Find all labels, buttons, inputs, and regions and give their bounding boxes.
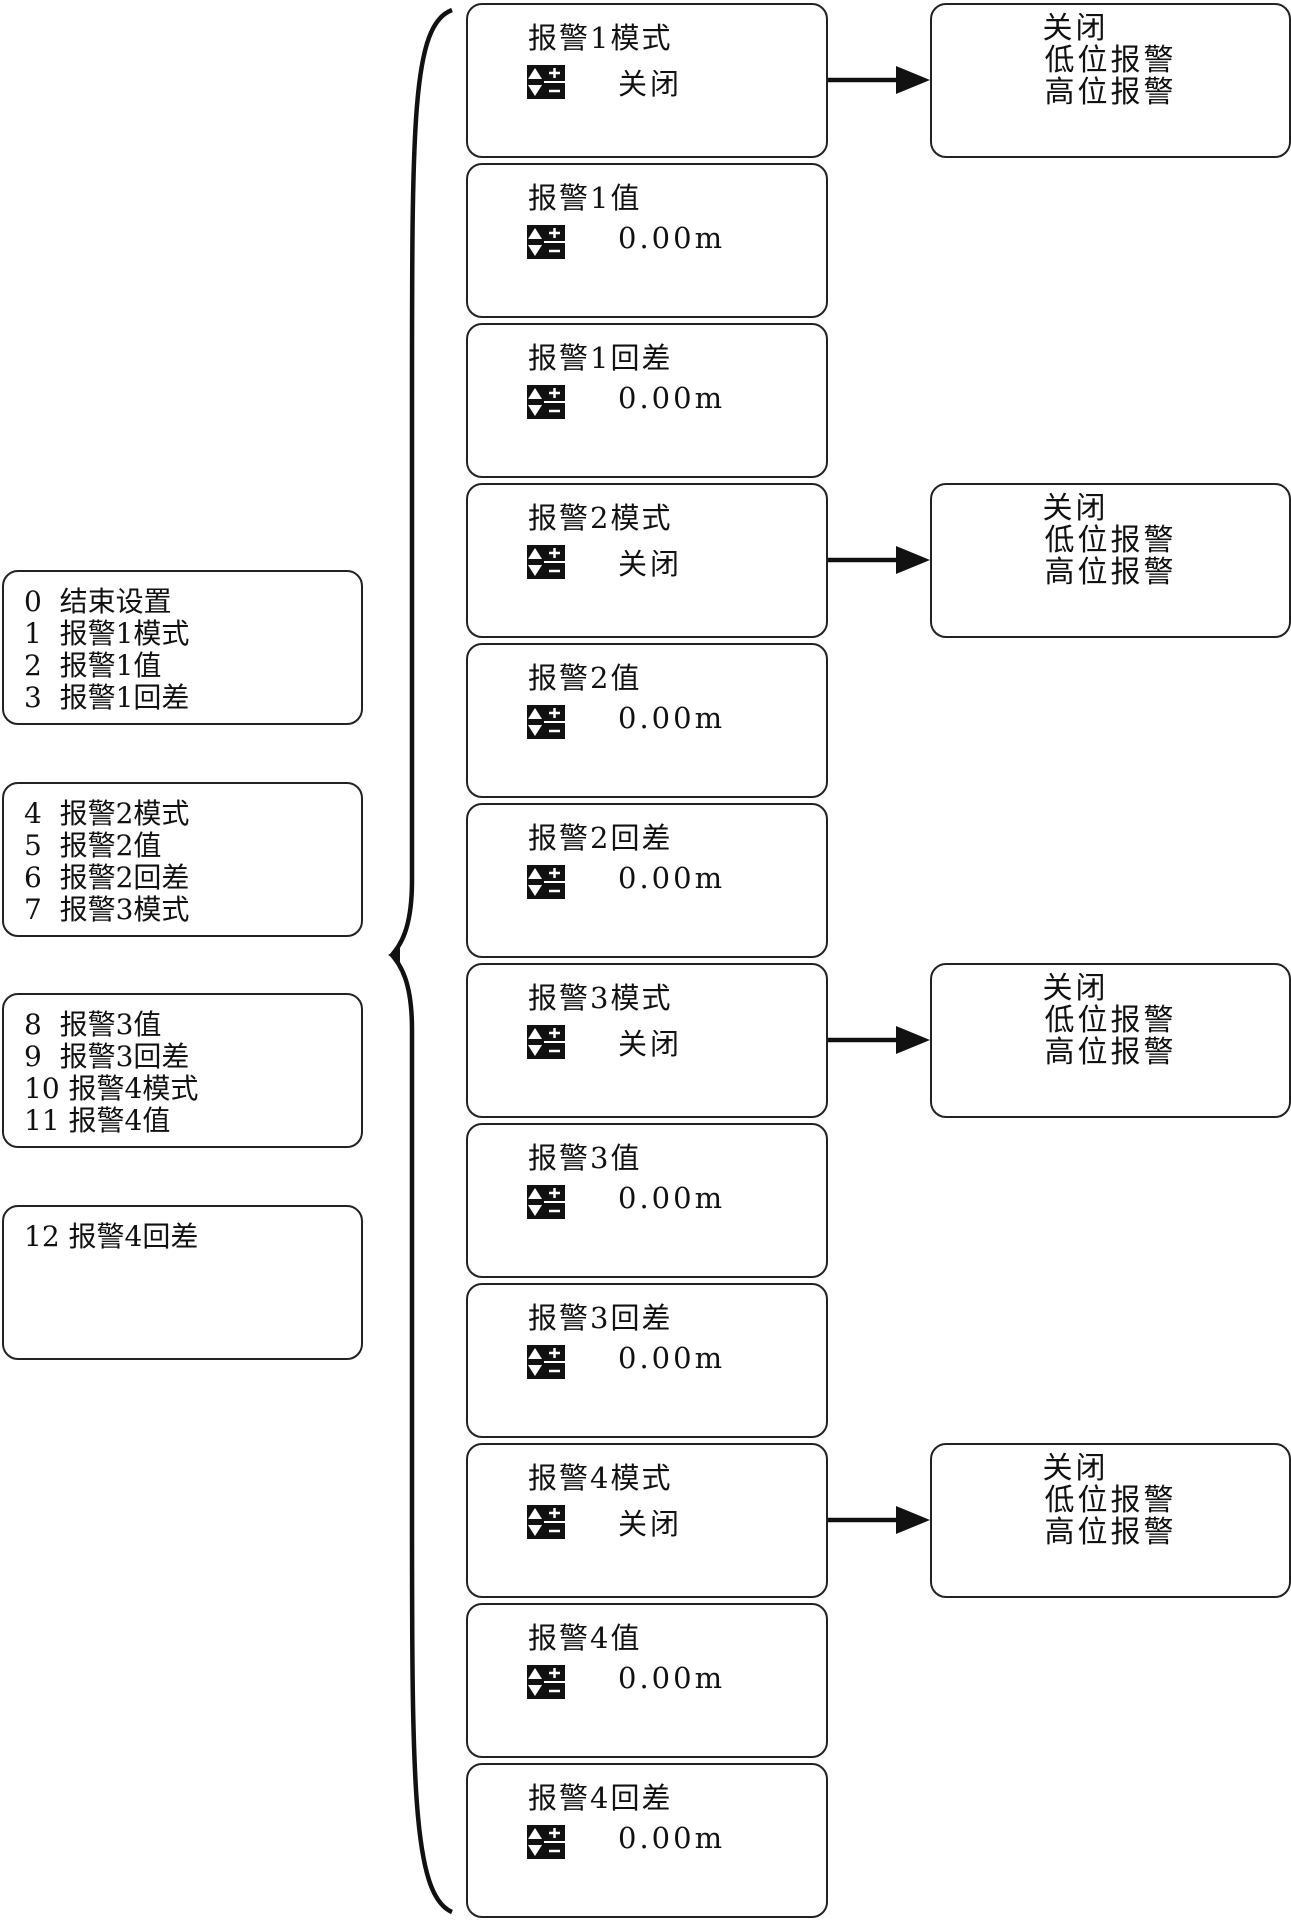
screen-box: 报警4回差 0.00m (466, 1763, 828, 1918)
menu-group-1: 0 结束设置 1 报警1模式 2 报警1值 3 报警1回差 (2, 570, 363, 725)
menu-line: 4 报警2模式 (24, 797, 190, 830)
mode-option: 高位报警 (1044, 75, 1177, 110)
mode-options-list: 关闭低位报警高位报警 (932, 973, 1289, 1069)
up-down-adjust-icon (527, 545, 565, 579)
mode-options-list: 关闭低位报警高位报警 (932, 493, 1289, 589)
screen-title: 报警2回差 (528, 821, 673, 855)
arrow-head (896, 66, 930, 94)
up-down-adjust-icon (527, 225, 565, 259)
screen-box: 报警4值 0.00m (466, 1603, 828, 1758)
screen-title: 报警4模式 (528, 1461, 673, 1495)
mode-option: 低位报警 (1044, 1483, 1177, 1518)
screen-title: 报警3回差 (528, 1301, 673, 1335)
screen-title: 报警1模式 (528, 21, 673, 55)
screen-box: 报警3回差 0.00m (466, 1283, 828, 1438)
screen-value: 关闭 (618, 1507, 683, 1541)
screen-value: 0.00m (618, 221, 726, 255)
screen-box: 报警1模式关闭 (466, 3, 828, 158)
menu-line: 3 报警1回差 (24, 681, 190, 714)
arrow-head (896, 1026, 930, 1054)
screen-value: 关闭 (618, 67, 683, 101)
mode-option: 低位报警 (1044, 43, 1177, 78)
screen-box: 报警3值 0.00m (466, 1123, 828, 1278)
screen-value: 关闭 (618, 1027, 683, 1061)
menu-lines: 0 结束设置 1 报警1模式 2 报警1值 3 报警1回差 (24, 586, 189, 714)
mode-options-box: 关闭低位报警高位报警 (930, 1443, 1291, 1598)
screen-box: 报警2模式关闭 (466, 483, 828, 638)
arrows-group (828, 66, 930, 1534)
screen-title: 报警2值 (528, 661, 642, 695)
mode-option: 高位报警 (1044, 1515, 1177, 1550)
up-down-adjust-icon (527, 385, 565, 419)
mode-option: 高位报警 (1044, 555, 1177, 590)
up-down-adjust-icon (527, 1185, 565, 1219)
menu-lines: 8 报警3值 9 报警3回差 10 报警4模式 11 报警4值 (24, 1009, 198, 1137)
screen-box: 报警3模式关闭 (466, 963, 828, 1118)
screen-title: 报警3模式 (528, 981, 673, 1015)
screen-value: 0.00m (618, 861, 726, 895)
menu-line: 0 结束设置 (24, 585, 172, 618)
mode-option: 低位报警 (1044, 523, 1177, 558)
arrow-head (896, 546, 930, 574)
up-down-adjust-icon (527, 1505, 565, 1539)
screen-title: 报警3值 (528, 1141, 642, 1175)
mode-option: 关闭 (1042, 1451, 1109, 1486)
arrow-head (896, 1506, 930, 1534)
up-down-adjust-icon (527, 1025, 565, 1059)
mode-options-list: 关闭低位报警高位报警 (932, 13, 1289, 109)
screen-value: 0.00m (618, 1181, 726, 1215)
screen-box: 报警2值 0.00m (466, 643, 828, 798)
screen-value: 0.00m (618, 1661, 726, 1695)
menu-line: 5 报警2值 (24, 829, 162, 862)
menu-line: 12 报警4回差 (24, 1220, 199, 1253)
screen-title: 报警1值 (528, 181, 642, 215)
mode-option: 关闭 (1042, 971, 1109, 1006)
up-down-adjust-icon (527, 65, 565, 99)
menu-line: 11 报警4值 (24, 1104, 171, 1137)
mode-option: 低位报警 (1044, 1003, 1177, 1038)
screen-value: 0.00m (618, 1821, 726, 1855)
grouping-brace (389, 7, 453, 1915)
up-down-adjust-icon (527, 705, 565, 739)
screen-value: 关闭 (618, 547, 683, 581)
up-down-adjust-icon (527, 1345, 565, 1379)
screen-title: 报警4回差 (528, 1781, 673, 1815)
screen-box: 报警2回差 0.00m (466, 803, 828, 958)
menu-line: 7 报警3模式 (24, 893, 190, 926)
screen-box: 报警1值 0.00m (466, 163, 828, 318)
mode-option: 高位报警 (1044, 1035, 1177, 1070)
menu-line: 2 报警1值 (24, 649, 162, 682)
screen-title: 报警4值 (528, 1621, 642, 1655)
menu-line: 6 报警2回差 (24, 861, 190, 894)
menu-group-2: 4 报警2模式 5 报警2值 6 报警2回差 7 报警3模式 (2, 782, 363, 937)
screen-value: 0.00m (618, 701, 726, 735)
screen-box: 报警1回差 0.00m (466, 323, 828, 478)
up-down-adjust-icon (527, 1665, 565, 1699)
screen-title: 报警1回差 (528, 341, 673, 375)
mode-options-box: 关闭低位报警高位报警 (930, 3, 1291, 158)
menu-line: 9 报警3回差 (24, 1040, 190, 1073)
up-down-adjust-icon (527, 1825, 565, 1859)
screen-title: 报警2模式 (528, 501, 673, 535)
mode-option: 关闭 (1042, 11, 1109, 46)
menu-line: 1 报警1模式 (24, 617, 190, 650)
screen-box: 报警4模式关闭 (466, 1443, 828, 1598)
mode-options-box: 关闭低位报警高位报警 (930, 483, 1291, 638)
menu-line: 10 报警4模式 (24, 1072, 199, 1105)
mode-options-list: 关闭低位报警高位报警 (932, 1453, 1289, 1549)
mode-options-box: 关闭低位报警高位报警 (930, 963, 1291, 1118)
up-down-adjust-icon (527, 865, 565, 899)
menu-lines: 4 报警2模式 5 报警2值 6 报警2回差 7 报警3模式 (24, 798, 189, 926)
screen-value: 0.00m (618, 1341, 726, 1375)
menu-group-3: 8 报警3值 9 报警3回差 10 报警4模式 11 报警4值 (2, 993, 363, 1148)
mode-option: 关闭 (1042, 491, 1109, 526)
brace-tip (388, 948, 400, 962)
screen-value: 0.00m (618, 381, 726, 415)
menu-group-4: 12 报警4回差 (2, 1205, 363, 1360)
menu-line: 8 报警3值 (24, 1008, 162, 1041)
menu-lines: 12 报警4回差 (24, 1221, 198, 1253)
